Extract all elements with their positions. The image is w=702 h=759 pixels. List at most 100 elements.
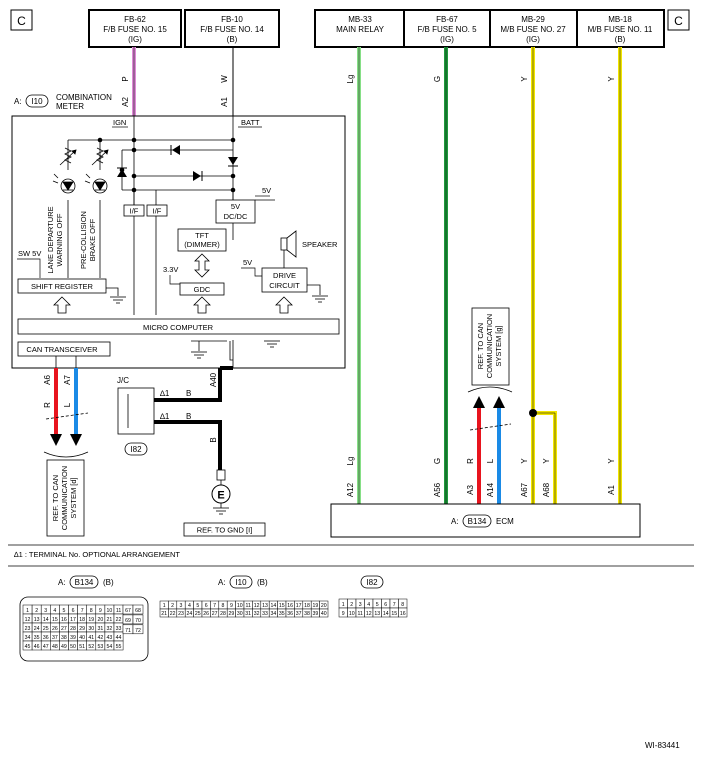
connector-pin-number: 16 (400, 611, 406, 617)
connector-pin-number: 11 (358, 611, 363, 617)
black-wire-lower (154, 420, 222, 470)
connector-pin-number: 20 (97, 617, 103, 623)
svg-text:A:: A: (14, 97, 22, 106)
gdc-box: GDC (179, 282, 225, 296)
connector-pin-number: 25 (195, 611, 201, 617)
ref-gnd-box: REF. TO GND [I] (183, 522, 266, 537)
connector-pin-number: 32 (107, 626, 113, 632)
fuse-box-3: MB-33 MAIN RELAY (314, 9, 405, 48)
fuse-box-1: FB-62 F/B FUSE NO. 15 (IG) (88, 9, 182, 48)
connector-i10-label: A: I10 (B) (218, 575, 268, 589)
ecm-pin-a68: A68 (542, 482, 551, 497)
speaker-label: SPEAKER (302, 240, 338, 249)
connector-pin-number: 50 (70, 644, 76, 650)
svg-text:MB-18: MB-18 (608, 15, 632, 24)
arrow-gdc-to-micro (193, 296, 211, 314)
can-transceiver-box: CAN TRANSCEIVER (17, 341, 111, 357)
meter-header: A: I10 COMBINATION METER (14, 93, 112, 111)
twisted-pair-mark-left (45, 412, 89, 420)
wire-label-lg: Lg (346, 75, 355, 84)
connector-pin-number: 7 (213, 603, 216, 609)
svg-text:E: E (217, 490, 224, 502)
wire-label-b1: B (186, 389, 191, 398)
svg-text:MB-29: MB-29 (521, 15, 545, 24)
pre-collision-led-icon (84, 147, 109, 194)
connector-pin-number: 16 (61, 617, 67, 623)
connector-pin-number: 10 (107, 608, 113, 614)
connector-pin-number: 30 (88, 626, 94, 632)
can-right-ref-box: REF. TO CAN COMMUNICATION SYSTEM [g] (471, 307, 510, 386)
connector-pin-number: 14 (271, 603, 277, 609)
connector-pin-number: 9 (230, 603, 233, 609)
connector-pin-number: 28 (220, 611, 226, 617)
tft-gdc-arrow (194, 253, 210, 278)
connector-pin-number: 35 (34, 635, 40, 641)
connector-pin-number: 31 (97, 626, 103, 632)
connector-pin-number: 37 (52, 635, 58, 641)
ecm-pin-a56: A56 (433, 482, 442, 497)
connector-pin-number: 13 (34, 617, 40, 623)
connector-pin-number: 34 (25, 635, 31, 641)
ecm-wire-l: L (486, 458, 495, 463)
connector-pin-number: 29 (79, 626, 85, 632)
fuse-box-6: MB-18 M/B FUSE NO. 11 (B) (576, 9, 665, 48)
fuse-box-2: FB-10 F/B FUSE NO. 14 (B) (184, 9, 280, 48)
connector-pin-number: 17 (70, 617, 76, 623)
svg-text:C: C (674, 14, 683, 28)
svg-text:SYSTEM [g]: SYSTEM [g] (494, 325, 503, 366)
wire-label-p: P (121, 76, 130, 81)
ground-connector-icon: E (211, 469, 231, 515)
connector-pin-number: 37 (296, 611, 302, 617)
jc-box (117, 387, 155, 435)
svg-text:TFT: TFT (195, 231, 209, 240)
connector-pin-number: 33 (262, 611, 268, 617)
connector-pin-number: 15 (52, 617, 58, 623)
connector-pin-number: 34 (271, 611, 277, 617)
svg-text:REF. TO GND [I]: REF. TO GND [I] (197, 526, 253, 535)
twisted-pair-mark-right (469, 423, 512, 431)
connector-pin-number: 48 (52, 644, 58, 650)
connector-pin-number: 40 (321, 611, 327, 617)
ecm-pin-a14: A14 (486, 482, 495, 497)
svg-text:COMMUNICATION: COMMUNICATION (60, 466, 69, 530)
pin-a6: A6 (43, 375, 52, 385)
connector-pin-number: 55 (116, 644, 122, 650)
connector-pin-number: 39 (70, 635, 76, 641)
drive-circuit-box: DRIVE CIRCUIT (261, 267, 308, 293)
connector-pin-number: 3 (359, 602, 362, 608)
corner-marker-left: C (10, 9, 33, 31)
connector-pin-number: 40 (79, 635, 85, 641)
can-left-ref-box: REF. TO CAN COMMUNICATION SYSTEM [d] (46, 459, 85, 537)
connector-pin-number: 43 (107, 635, 113, 641)
ecm-wire-lg: Lg (346, 457, 355, 466)
connector-pin-number: 8 (90, 608, 93, 614)
ground-icon-shift (110, 296, 126, 304)
wire-label-y1: Y (520, 76, 529, 82)
svg-text:(DIMMER): (DIMMER) (184, 240, 220, 249)
diode-3 (228, 157, 238, 167)
connector-pin-number: 4 (53, 608, 56, 614)
svg-text:MAIN RELAY: MAIN RELAY (336, 25, 385, 34)
connector-pin-number: 1 (163, 603, 166, 609)
connector-pin-number: 20 (321, 603, 327, 609)
connector-pin-number: 13 (262, 603, 268, 609)
connector-pin-number: 69 (125, 618, 131, 624)
connector-pin-number: 15 (391, 611, 397, 617)
svg-text:DRIVE: DRIVE (273, 271, 296, 280)
ecm-wire-r: R (466, 458, 475, 464)
connector-pin-number: 26 (52, 626, 58, 632)
connector-pin-cell (398, 607, 408, 618)
arrow-shift-to-micro (53, 296, 71, 314)
connector-pin-number: 30 (237, 611, 243, 617)
connector-pin-number: 31 (245, 611, 251, 617)
dcdc-box: 5V DC/DC (215, 199, 256, 224)
connector-pin-cell (132, 604, 144, 615)
svg-text:I82: I82 (130, 445, 142, 454)
connector-pin-number: 25 (43, 626, 49, 632)
can-left-red-wire (50, 368, 62, 446)
svg-text:REF. TO CAN: REF. TO CAN (51, 475, 60, 521)
footnote: ∆1 : TERMINAL No. OPTIONAL ARRANGEMENT (14, 550, 180, 559)
svg-text:FB-10: FB-10 (221, 15, 243, 24)
